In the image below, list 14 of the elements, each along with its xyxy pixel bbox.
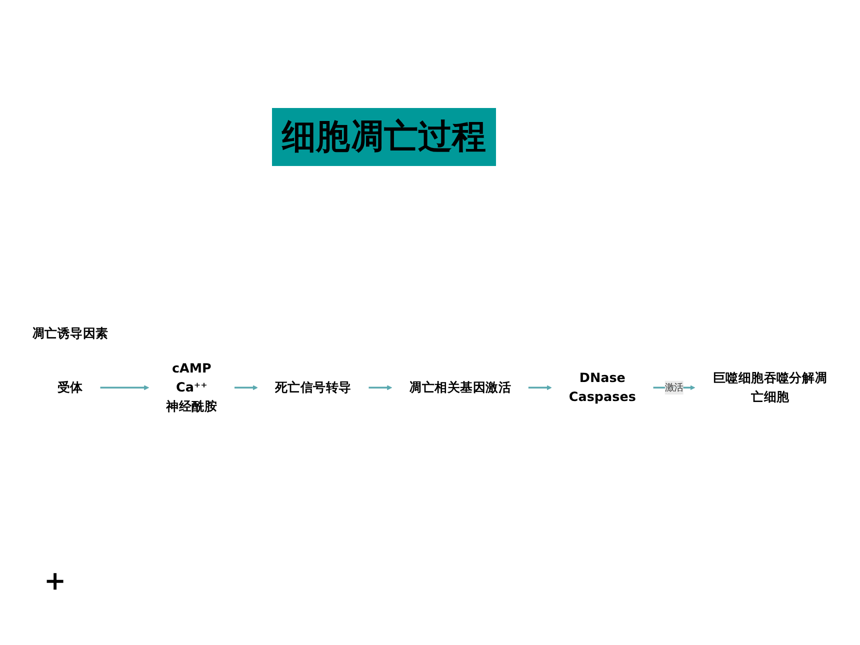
plus-sign: ＋	[40, 563, 70, 598]
node-text: 凋亡诱导因素	[32, 326, 108, 341]
arrow	[368, 384, 392, 390]
node-text: cAMP Ca⁺⁺ 神经酰胺	[166, 361, 218, 414]
arrow	[100, 384, 150, 390]
title-banner: 细胞凋亡过程	[272, 108, 496, 166]
arrow	[528, 384, 552, 390]
node-text: 凋亡相关基因激活	[409, 380, 512, 395]
node-text: 巨噬细胞吞噬分解凋亡细胞	[712, 370, 828, 404]
node-text: DNase Caspases	[568, 370, 636, 404]
node-text: 死亡信号转导	[275, 380, 352, 395]
arrow	[234, 384, 258, 390]
edge-label: 激活	[664, 382, 684, 393]
node-text: 受体	[57, 380, 83, 395]
